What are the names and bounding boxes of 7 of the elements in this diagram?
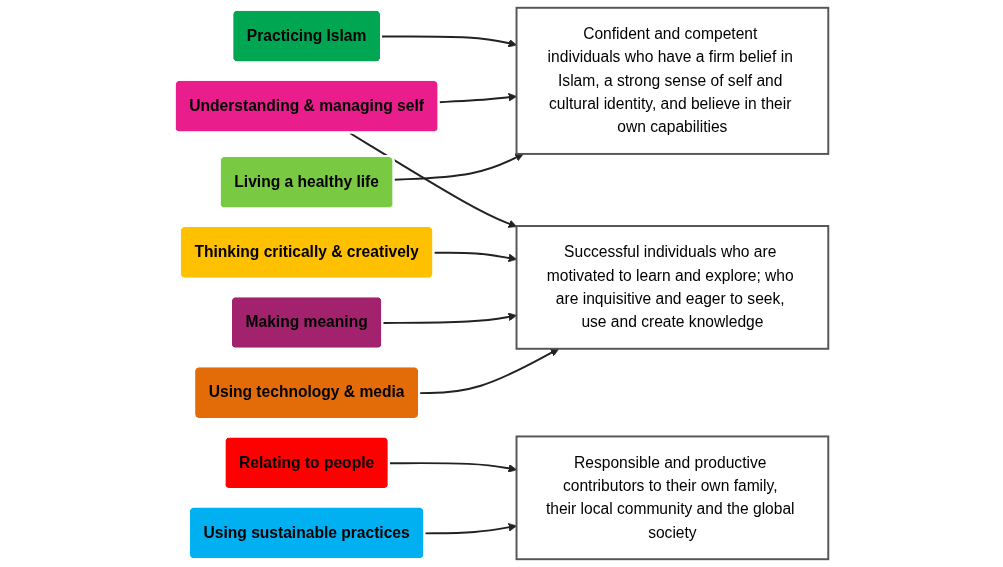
- node-box: Successful individuals who are motivated to learn and explore; who are inquisitive and eager to seek, use and create knowledge: [515, 225, 830, 350]
- arrow: [348, 132, 517, 228]
- node-box: Confident and competent individuals who have a firm belief in Islam, a strong sense of self and cultural identity, and believe in their own capabilities: [515, 6, 830, 155]
- arrow: [393, 153, 524, 181]
- node-box: Responsible and productive contributors to their own family, their local community and the global society: [515, 435, 830, 561]
- arrow: [388, 462, 517, 473]
- arrow: [438, 92, 517, 104]
